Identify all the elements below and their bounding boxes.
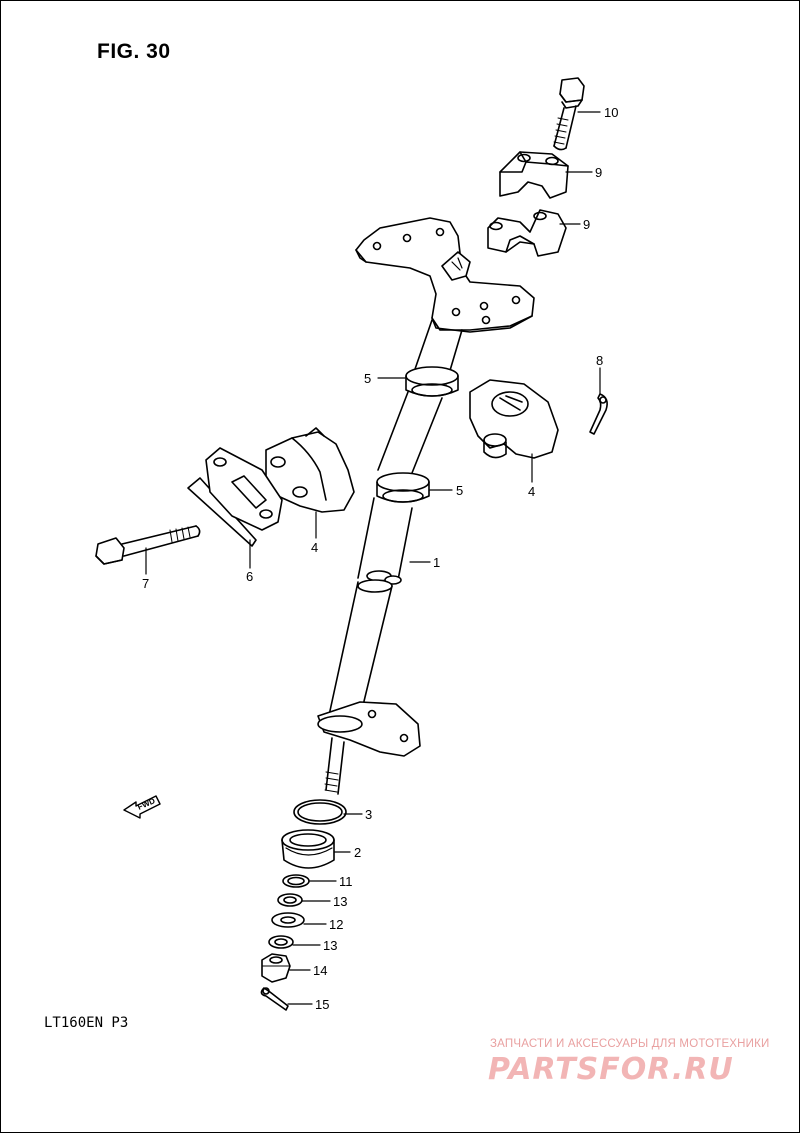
callout-11: 11 <box>339 874 353 889</box>
callout-10: 10 <box>604 105 618 120</box>
callout-12: 12 <box>329 917 343 932</box>
part-2-bearing <box>281 829 335 869</box>
fwd-direction-arrow: FWD <box>123 795 161 819</box>
callout-3: 3 <box>365 807 372 822</box>
callout-9-upper: 9 <box>595 165 602 180</box>
part-9-upper-holder <box>499 151 569 199</box>
part-3-circlip <box>293 799 347 825</box>
callout-1: 1 <box>433 555 440 570</box>
callout-13-upper: 13 <box>333 894 347 909</box>
part-11-washer <box>282 874 310 888</box>
callout-8: 8 <box>596 353 603 368</box>
watermark-brand-logo: PARTSFOR.RU <box>488 1052 734 1087</box>
callout-4-right: 4 <box>528 484 535 499</box>
watermark-tagline: ЗАПЧАСТИ И АКСЕССУАРЫ ДЛЯ МОТОТЕХНИКИ <box>490 1038 770 1050</box>
part-4-holder-right <box>469 379 559 459</box>
figure-title: FIG. 30 <box>97 40 171 63</box>
part-15-cotter-pin <box>260 987 289 1011</box>
part-14-nut <box>261 953 291 983</box>
leader-lines <box>145 111 601 1005</box>
part-4-holder-left <box>265 427 355 513</box>
part-1-steering-shaft <box>317 319 463 795</box>
callout-4-left: 4 <box>311 540 318 555</box>
part-8-cotter-pin <box>589 393 608 435</box>
part-6-seal-plate <box>187 447 283 547</box>
part-5-bushing-upper <box>405 366 459 397</box>
part-10-bolt <box>553 77 585 151</box>
callout-14: 14 <box>313 963 327 978</box>
part-13-washer-upper <box>277 893 303 907</box>
callout-5-lower: 5 <box>456 483 463 498</box>
part-5-bushing-lower <box>376 472 430 503</box>
callout-labels: 10 9 9 8 5 5 4 4 1 6 7 3 2 11 13 12 13 1… <box>142 105 618 1012</box>
callout-15: 15 <box>315 997 329 1012</box>
callout-5-upper: 5 <box>364 371 371 386</box>
callout-13-lower: 13 <box>323 938 337 953</box>
callout-2: 2 <box>354 845 361 860</box>
callout-6: 6 <box>246 569 253 584</box>
part-9-lower-holder <box>487 209 567 257</box>
callout-9-lower: 9 <box>583 217 590 232</box>
steering-shaft-upper-plate <box>355 217 535 333</box>
model-code: LT160EN P3 <box>44 1015 129 1031</box>
part-12-washer <box>271 912 305 928</box>
callout-7: 7 <box>142 576 149 591</box>
part-7-long-bolt <box>95 525 201 565</box>
part-13-washer-lower <box>268 935 294 949</box>
